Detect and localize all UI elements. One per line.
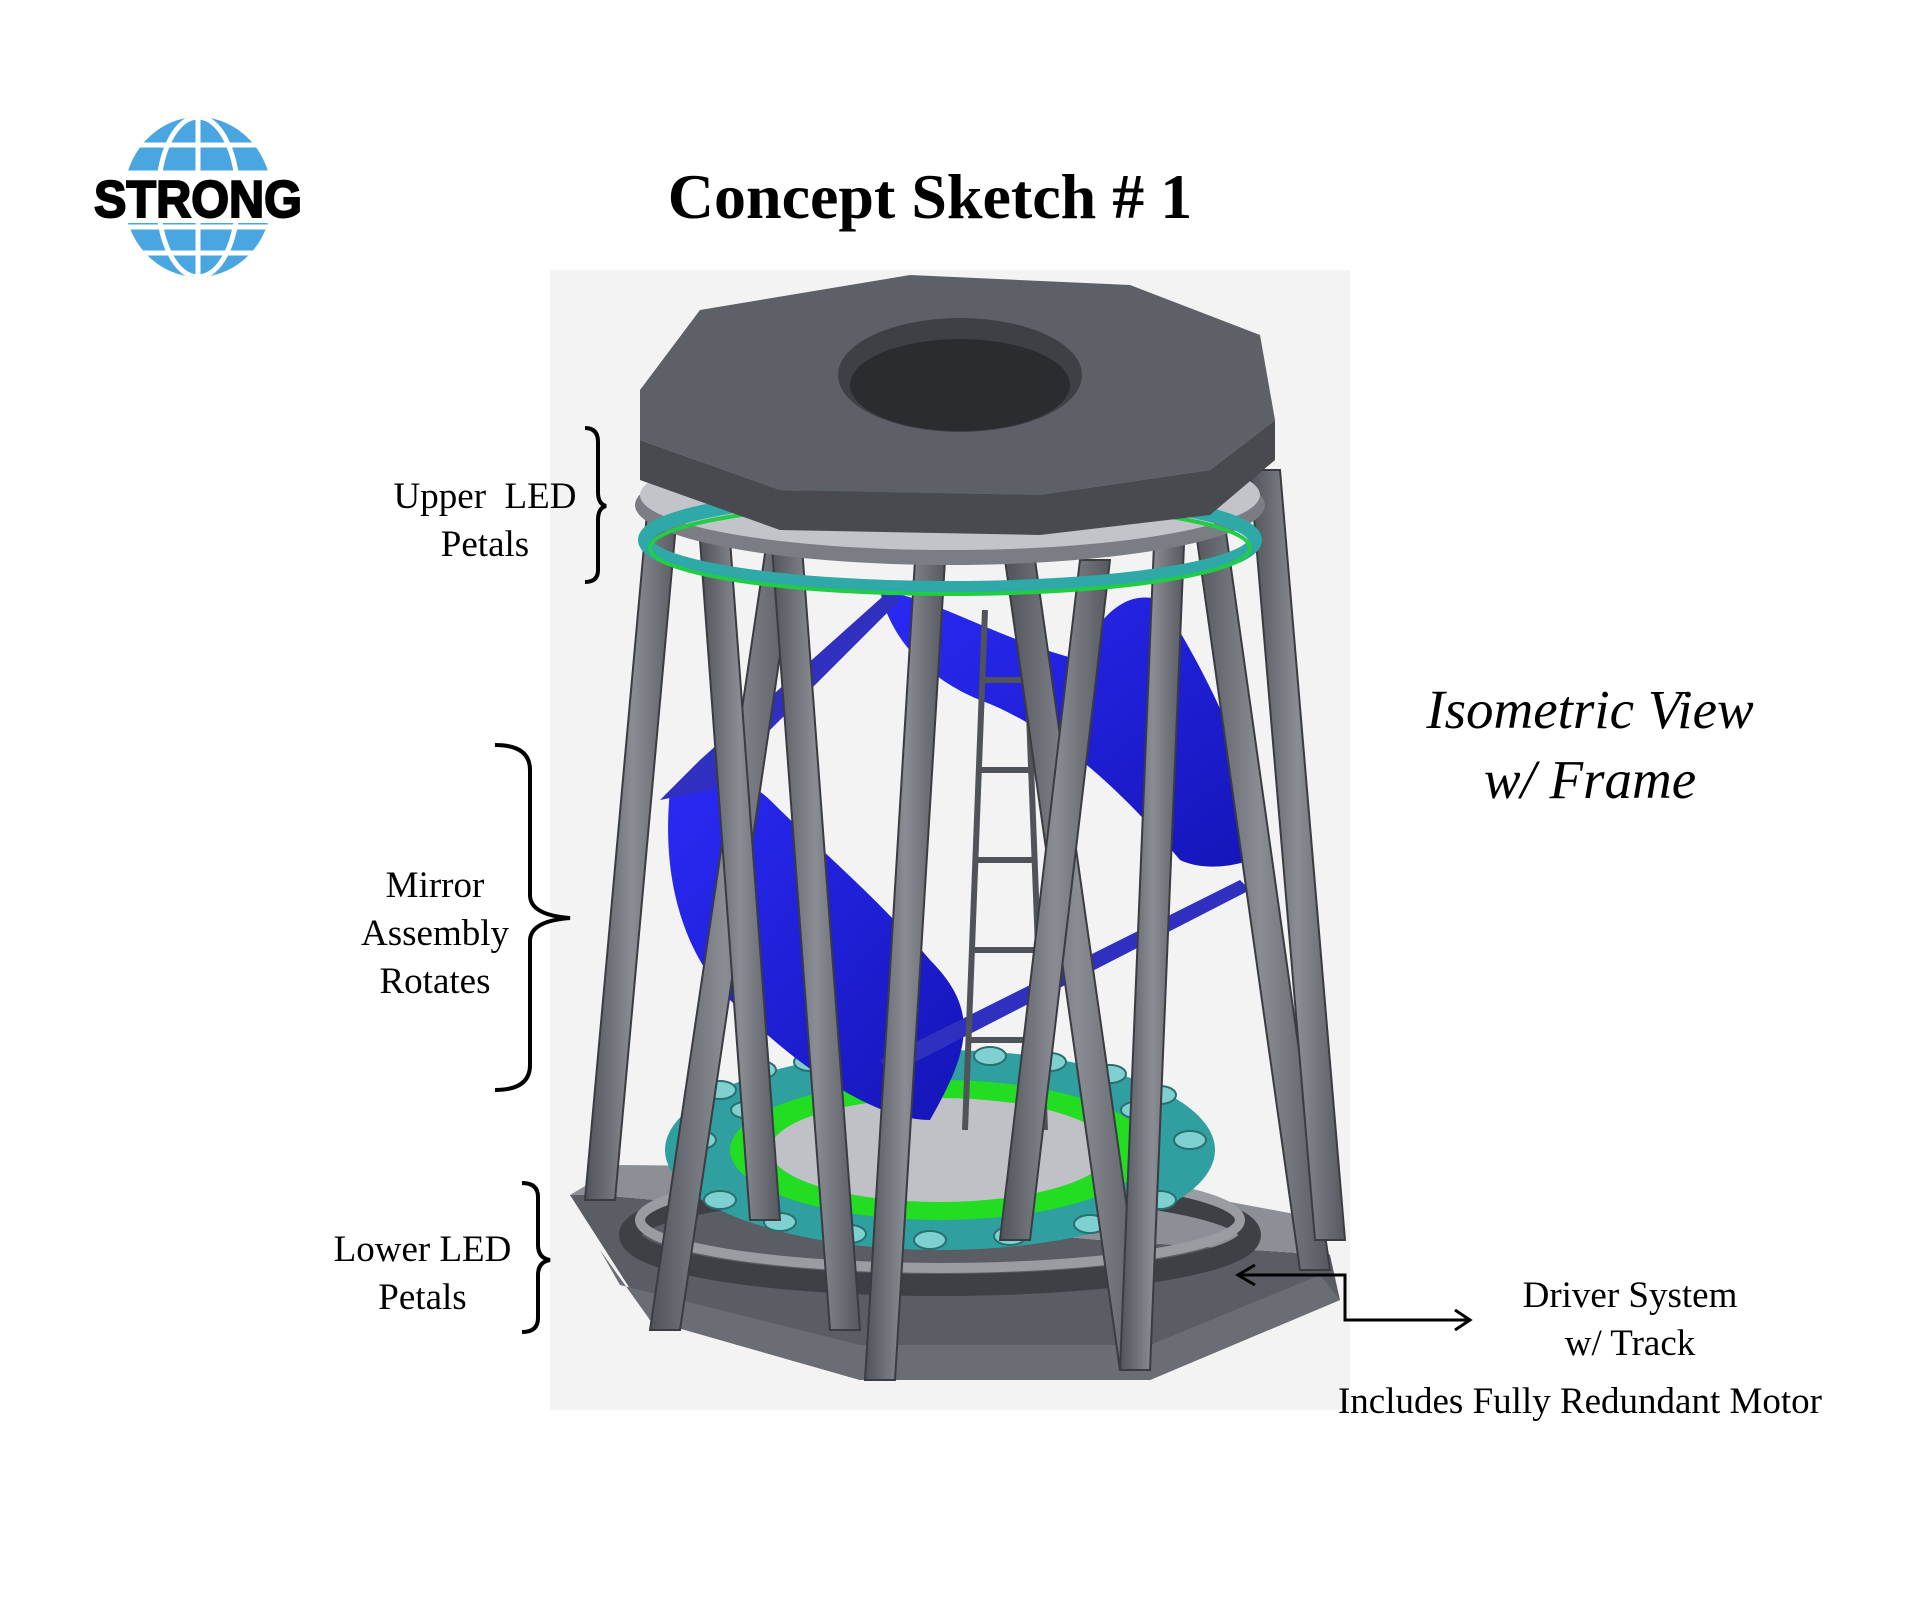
driver-label: Driver System w/ Track bbox=[1480, 1272, 1780, 1368]
frame-struts bbox=[583, 469, 1347, 1381]
driver-line1: Driver System bbox=[1522, 1275, 1738, 1316]
mirror-line2: Assembly bbox=[361, 913, 509, 954]
isometric-line1: Isometric View bbox=[1426, 679, 1754, 740]
logo-text: STRONG bbox=[94, 171, 302, 229]
upper-led-line1: Upper LED bbox=[393, 476, 577, 517]
page-title: Concept Sketch # 1 bbox=[667, 161, 1193, 232]
lower-led-line1: Lower LED bbox=[333, 1229, 512, 1270]
lower-led-label: Lower LED Petals bbox=[315, 1226, 530, 1322]
driver-arrow bbox=[1235, 1263, 1473, 1332]
mirror-line1: Mirror bbox=[385, 865, 485, 906]
isometric-line2: w/ Frame bbox=[1483, 749, 1697, 810]
lower-led-line2: Petals bbox=[378, 1277, 467, 1318]
top-cap bbox=[640, 275, 1275, 535]
mirror-label: Mirror Assembly Rotates bbox=[335, 862, 535, 1006]
mirror-line3: Rotates bbox=[379, 961, 491, 1002]
lower-led-bracket bbox=[521, 1181, 551, 1334]
upper-led-bracket bbox=[584, 426, 607, 584]
mirror-bracket bbox=[494, 743, 571, 1092]
driver-line2: w/ Track bbox=[1564, 1323, 1696, 1364]
upper-led-line2: Petals bbox=[440, 524, 530, 565]
strong-logo: STRONG bbox=[88, 115, 308, 280]
isometric-view-caption: Isometric View w/ Frame bbox=[1360, 675, 1820, 815]
driver-motor-note: Includes Fully Redundant Motor bbox=[1337, 1381, 1823, 1422]
upper-led-label: Upper LED Petals bbox=[375, 473, 595, 569]
